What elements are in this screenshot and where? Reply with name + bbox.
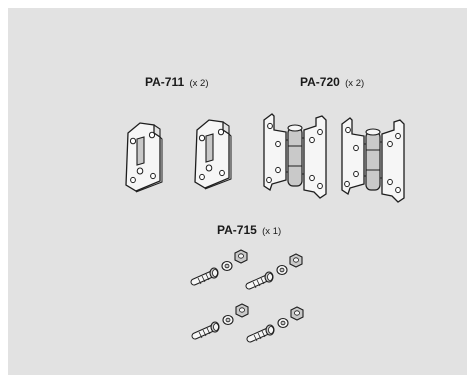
nut-icon — [289, 253, 303, 268]
hinge-icon — [341, 117, 405, 203]
part-code: PA-720 — [300, 75, 340, 89]
hardware-set — [246, 306, 304, 343]
plate-icon — [194, 119, 232, 190]
bolt-icon — [190, 267, 219, 286]
bolt-icon — [246, 324, 275, 343]
nut-icon — [235, 303, 249, 318]
label-pa-720: PA-720 (x 2) — [300, 75, 364, 91]
part-code: PA-711 — [145, 75, 185, 89]
bolt-icon — [245, 271, 274, 290]
plate-icon — [125, 122, 163, 193]
part-quantity: (x 2) — [345, 78, 365, 89]
label-pa-711: PA-711 (x 2) — [145, 75, 208, 91]
nut-icon — [290, 306, 304, 321]
hardware-set — [245, 253, 303, 290]
part-quantity: (x 2) — [189, 78, 209, 89]
washer-icon — [222, 314, 234, 326]
washer-icon — [221, 260, 233, 272]
hardware-set — [191, 303, 249, 340]
bolt-icon — [191, 321, 220, 340]
part-code: PA-715 — [217, 223, 257, 237]
nut-icon — [234, 249, 248, 264]
parts-panel: PA-711 (x 2) PA-720 (x 2) PA-715 (x 1) — [8, 8, 467, 375]
label-pa-715: PA-715 (x 1) — [217, 223, 281, 239]
hardware-set — [190, 249, 248, 286]
hinge-icon — [263, 113, 327, 199]
washer-icon — [277, 317, 289, 329]
washer-icon — [276, 264, 288, 276]
part-quantity: (x 1) — [262, 226, 282, 237]
